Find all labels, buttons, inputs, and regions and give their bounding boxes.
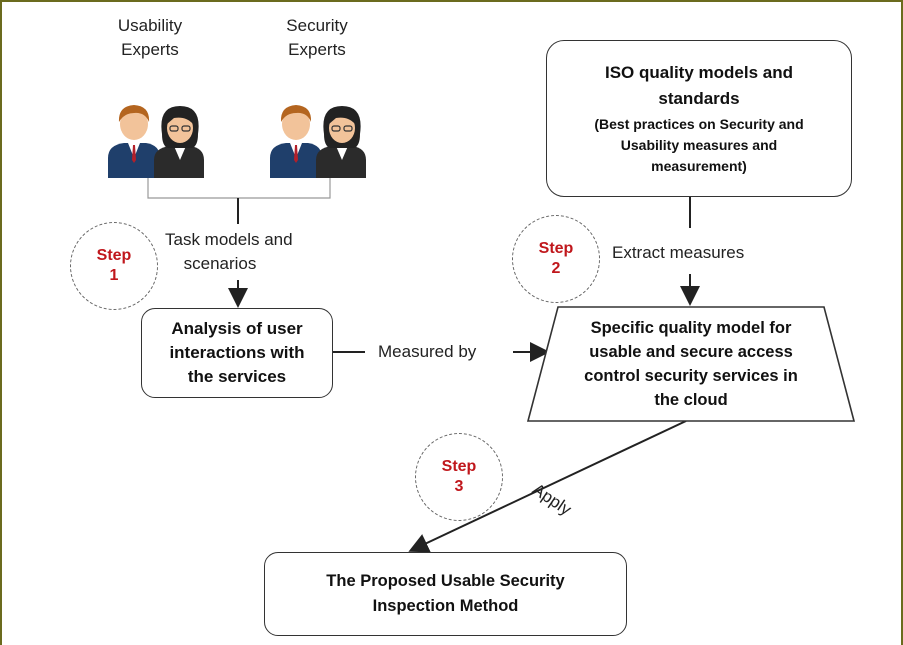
usability-experts-label: Usability Experts <box>117 16 183 59</box>
analysis-box: Analysis of user interactions with the s… <box>141 308 333 398</box>
extract-measures-label: Extract measures <box>612 243 745 262</box>
iso-title: ISO quality models and standards <box>605 63 793 108</box>
security-experts-label: Security Experts <box>286 16 348 59</box>
task-models-label: Task models and scenarios <box>165 230 293 273</box>
step-1-badge: Step 1 <box>70 222 158 310</box>
arrow-apply <box>408 420 687 553</box>
quality-model-text: Specific quality model for usable and se… <box>584 319 798 409</box>
frame-left-border <box>0 0 2 645</box>
experts-bracket <box>147 178 331 199</box>
usability-experts-icon <box>108 105 204 178</box>
step-2-badge: Step 2 <box>512 215 600 303</box>
iso-subtitle: (Best practices on Security and Usabilit… <box>594 116 804 174</box>
iso-standards-box: ISO quality models and standards (Best p… <box>546 40 852 197</box>
security-experts-icon <box>270 105 366 178</box>
proposed-method-box: The Proposed Usable Security Inspection … <box>264 552 627 636</box>
step-3-badge: Step 3 <box>415 433 503 521</box>
quality-model-shape <box>526 306 856 422</box>
frame-right-border <box>901 0 903 645</box>
frame-top-border <box>0 0 903 2</box>
measured-by-label: Measured by <box>378 342 477 361</box>
